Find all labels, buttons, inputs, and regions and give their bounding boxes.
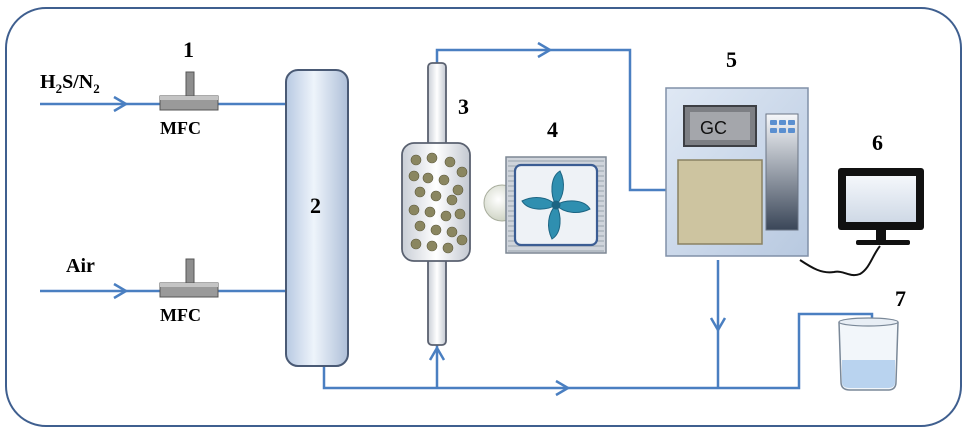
packing-particle (440, 210, 452, 222)
fan-number: 4 (547, 117, 558, 142)
air-inlet-label: Air (66, 255, 95, 277)
packing-particle (410, 238, 422, 250)
arrow-air-in (113, 282, 129, 300)
gc-label: GC (700, 118, 727, 138)
computer-number: 6 (872, 130, 883, 155)
packing-particle (424, 206, 436, 218)
packing-particle (422, 172, 434, 184)
beaker-icon (838, 317, 899, 391)
packing-particle (438, 174, 450, 186)
packing-particle (456, 166, 468, 178)
mfc1-label: MFC (160, 118, 201, 138)
packed-reactor-icon (401, 62, 471, 346)
arrow-to-gc (537, 41, 553, 59)
packing-particle (430, 190, 442, 202)
packing-particle (442, 242, 454, 254)
column-icon (285, 69, 349, 367)
arrow-gc-down (709, 317, 727, 333)
flow-arrows (113, 41, 881, 397)
packing-particle (426, 240, 438, 252)
packing-particle (444, 156, 456, 168)
arrow-bottom (555, 379, 571, 397)
gc-number: 5 (726, 47, 737, 72)
mfc2-label: MFC (160, 305, 201, 325)
packing-particle (414, 220, 426, 232)
column-number: 2 (310, 193, 321, 218)
packing-particle (414, 186, 426, 198)
arrow-h2s-in (113, 95, 129, 113)
packing-particle (446, 194, 458, 206)
packing-particle (426, 152, 438, 164)
monitor-icon (799, 168, 924, 277)
packing-particle (456, 234, 468, 246)
packing-particle (408, 170, 420, 182)
packing-particle (408, 204, 420, 216)
mfc1-number: 1 (183, 37, 194, 62)
packing-particle (452, 184, 464, 196)
arrow-up-reactor (428, 345, 446, 361)
packing-particle (454, 208, 466, 220)
packing-particle (446, 226, 458, 238)
reactor-number: 3 (458, 94, 469, 119)
mfc-valve-icon (159, 71, 219, 111)
beaker-number: 7 (895, 286, 906, 311)
mfc-valve-icon (159, 258, 219, 298)
outer-frame (5, 7, 962, 427)
fan-icon (483, 156, 607, 254)
gas-inlet-label: H2S/N2 (40, 71, 100, 96)
packing-particle (430, 224, 442, 236)
gc-instrument-icon (665, 87, 809, 257)
packing-particle (410, 154, 422, 166)
